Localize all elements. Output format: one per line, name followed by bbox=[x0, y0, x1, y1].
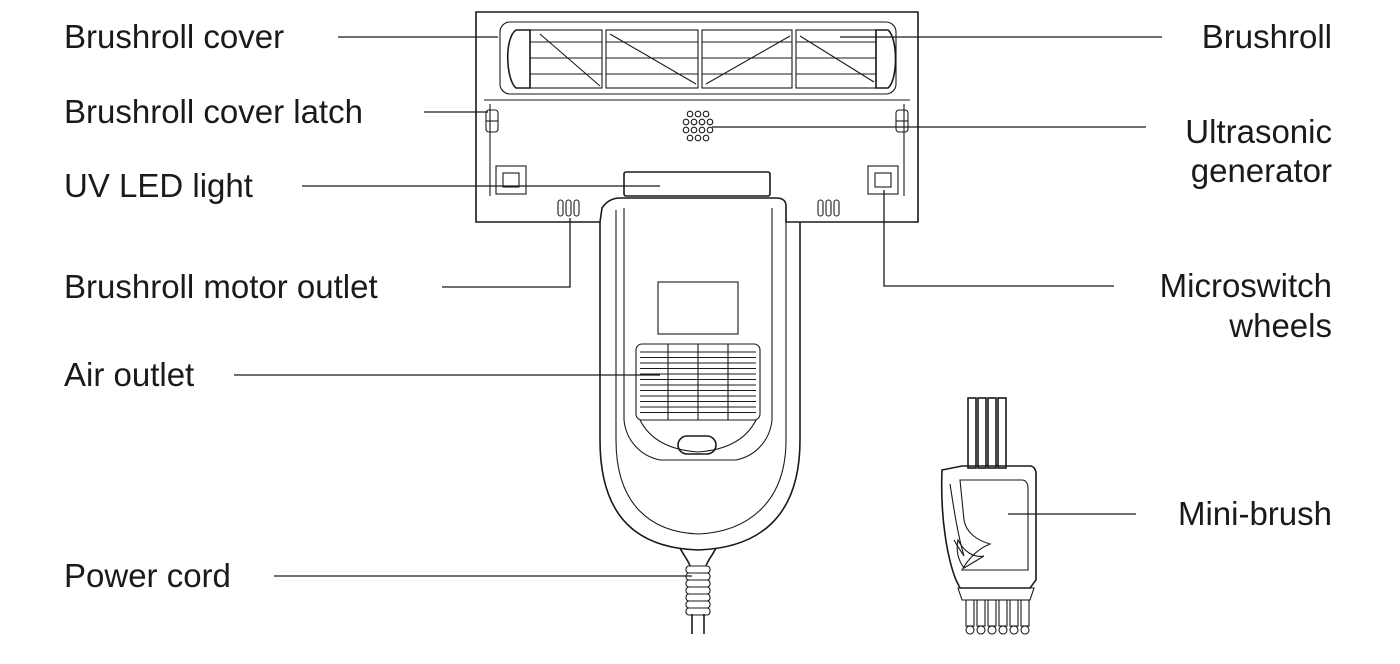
cord-segment bbox=[685, 579, 711, 588]
label-ultrasonic-generator-line1: Ultrasonic bbox=[1185, 113, 1332, 150]
label-power-cord: Power cord bbox=[64, 557, 231, 594]
brush-tooth-tip bbox=[1009, 625, 1019, 635]
mini-brush bbox=[940, 397, 1037, 635]
brush-tooth bbox=[965, 599, 975, 627]
uv-led-light bbox=[623, 171, 771, 197]
ultrasonic-hole bbox=[682, 118, 690, 126]
air-outlet bbox=[635, 343, 761, 453]
microswitch-wheel-left bbox=[495, 165, 527, 195]
cord-segment bbox=[685, 593, 711, 602]
label-ultrasonic-generator-line2: generator bbox=[1190, 152, 1332, 189]
label-air-outlet: Air outlet bbox=[64, 356, 195, 393]
power-cord bbox=[679, 547, 717, 634]
ultrasonic-hole bbox=[682, 126, 690, 134]
ultrasonic-hole bbox=[694, 110, 702, 118]
leader-brushroll-motor-outlet bbox=[442, 218, 571, 288]
label-brushroll-cover: Brushroll cover bbox=[64, 18, 285, 55]
ultrasonic-generator bbox=[682, 110, 714, 142]
label-plate bbox=[657, 281, 739, 335]
ultrasonic-hole bbox=[698, 126, 706, 134]
brush-tooth bbox=[976, 599, 986, 627]
brush-tooth-tip bbox=[976, 625, 986, 635]
label-microswitch-wheels-line2: wheels bbox=[1229, 307, 1332, 344]
device-head bbox=[475, 11, 919, 223]
cord-segment bbox=[685, 607, 711, 616]
label-brushroll: Brushroll bbox=[1201, 18, 1332, 55]
ultrasonic-hole bbox=[690, 126, 698, 134]
brush-tooth bbox=[1020, 599, 1030, 627]
ultrasonic-hole bbox=[702, 134, 710, 142]
ultrasonic-hole bbox=[686, 110, 694, 118]
brush-tooth-tip bbox=[965, 625, 975, 635]
brush-tooth-tip bbox=[998, 625, 1008, 635]
brush-tooth bbox=[1009, 599, 1019, 627]
ultrasonic-hole bbox=[702, 110, 710, 118]
brushroll-cover-latch bbox=[485, 109, 909, 133]
device-body bbox=[599, 208, 801, 551]
ultrasonic-hole bbox=[694, 134, 702, 142]
label-brushroll-motor-outlet: Brushroll motor outlet bbox=[64, 268, 378, 305]
label-microswitch-wheels-line1: Microswitch bbox=[1159, 267, 1332, 304]
ultrasonic-hole bbox=[686, 134, 694, 142]
brush-tooth-tip bbox=[1020, 625, 1030, 635]
brush-tooth-tip bbox=[987, 625, 997, 635]
microswitch-wheel-right bbox=[867, 165, 899, 195]
brushroll-motor-outlet bbox=[557, 199, 840, 217]
label-brushroll-cover-latch: Brushroll cover latch bbox=[64, 93, 363, 130]
leader-lines bbox=[234, 36, 1162, 577]
brush-base bbox=[957, 587, 1035, 601]
label-uv-led-light: UV LED light bbox=[64, 167, 253, 204]
cord-segment bbox=[685, 586, 711, 595]
ultrasonic-hole bbox=[690, 118, 698, 126]
brush-tooth bbox=[998, 599, 1008, 627]
ultrasonic-hole bbox=[698, 118, 706, 126]
brush-tooth bbox=[987, 599, 997, 627]
label-mini-brush: Mini-brush bbox=[1177, 495, 1332, 532]
power-button bbox=[677, 435, 717, 455]
ultrasonic-hole bbox=[706, 118, 714, 126]
ultrasonic-hole bbox=[706, 126, 714, 134]
cord-segment bbox=[685, 565, 711, 574]
brushroll bbox=[499, 21, 897, 95]
leader-microswitch-wheels bbox=[883, 190, 1114, 287]
cord-segment bbox=[685, 600, 711, 609]
